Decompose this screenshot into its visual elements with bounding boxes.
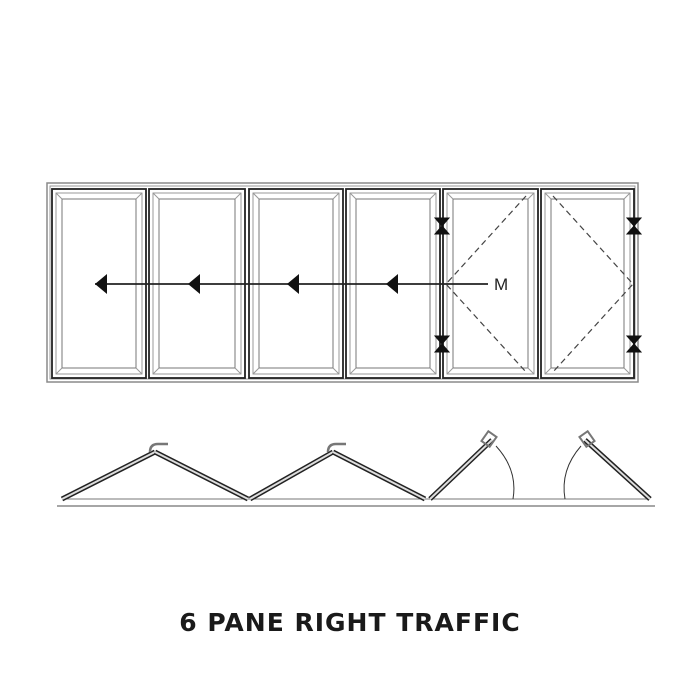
arrow-left-icon bbox=[287, 274, 299, 294]
hinge-icon bbox=[433, 335, 451, 353]
hinge-icon bbox=[625, 217, 643, 235]
swing-indicator-pane-6 bbox=[552, 195, 634, 373]
outer-frame bbox=[46, 182, 639, 383]
plan-view bbox=[57, 429, 655, 507]
folding-leaf bbox=[331, 449, 427, 502]
pane-6 bbox=[540, 188, 635, 379]
arrow-left-icon bbox=[95, 274, 107, 294]
handle-icon bbox=[326, 442, 346, 453]
handle-icon bbox=[148, 442, 168, 453]
arrow-left-icon bbox=[188, 274, 200, 294]
front-elevation: M bbox=[46, 182, 643, 383]
folding-leaf bbox=[428, 438, 494, 501]
handle-icon bbox=[578, 429, 596, 449]
swing-arc-right bbox=[563, 445, 582, 500]
folding-leaf bbox=[153, 449, 250, 502]
folding-leaf bbox=[583, 438, 652, 501]
folding-leaf bbox=[60, 449, 157, 502]
main-door-label: M bbox=[494, 275, 508, 294]
folding-leaf bbox=[248, 449, 335, 502]
hinge-icon bbox=[433, 217, 451, 235]
inner-frame bbox=[49, 185, 636, 380]
handle-icon bbox=[480, 429, 498, 449]
swing-arc-left bbox=[495, 445, 515, 500]
hinge-icon bbox=[625, 335, 643, 353]
arrow-left-icon bbox=[386, 274, 398, 294]
diagram-caption: 6 PANE RIGHT TRAFFIC bbox=[179, 608, 521, 637]
